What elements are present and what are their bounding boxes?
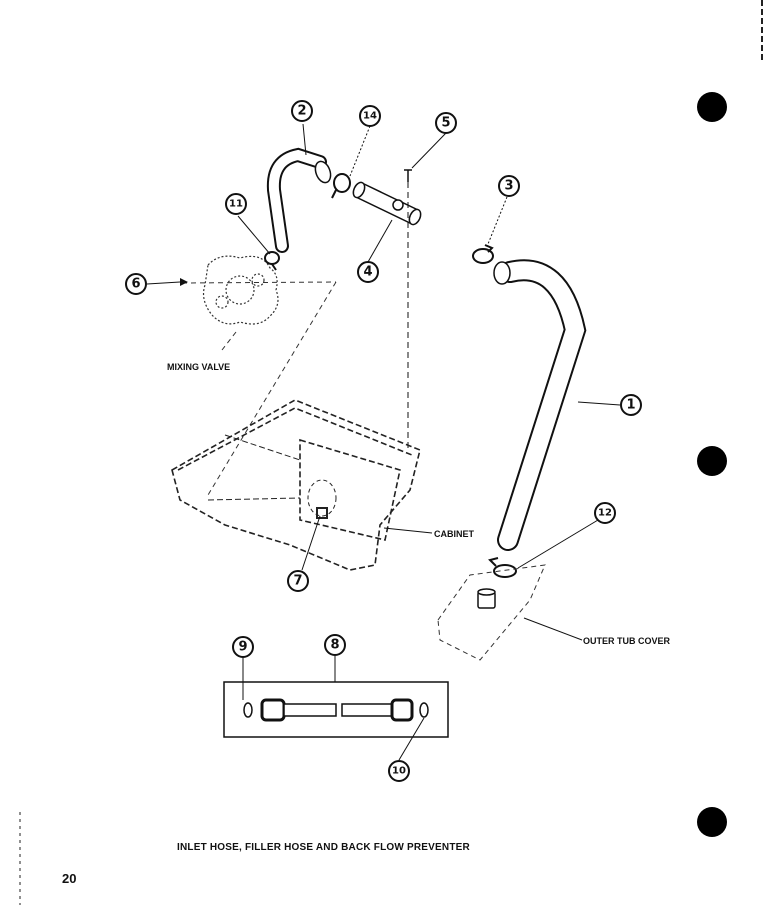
binder-hole-middle	[697, 446, 727, 476]
callout-numbers: 2 14 5 3 11 6 4 1 12 7 9 8 10	[131, 104, 635, 777]
callout-11: 11	[229, 199, 243, 210]
inlet-hose-box	[223, 681, 449, 738]
callout-6: 6	[131, 277, 140, 292]
callout-7: 7	[293, 574, 302, 589]
callout-4: 4	[363, 265, 372, 280]
callout-circles	[125, 100, 642, 782]
hose-clamp-12	[488, 557, 517, 578]
label-cabinet: CABINET	[434, 529, 475, 539]
label-outer-tub-cover: OUTER TUB COVER	[583, 636, 671, 646]
callout-2: 2	[297, 104, 306, 119]
mixing-valve-to-cabinet-line	[181, 281, 337, 496]
outer-tub-cover	[437, 564, 546, 661]
callout-12: 12	[598, 508, 612, 519]
fill-hose	[493, 259, 587, 551]
callout-10: 10	[392, 766, 406, 777]
binder-hole-top	[697, 92, 727, 122]
arrow-heads	[180, 278, 188, 286]
screw-5	[404, 169, 412, 450]
hose-clamp-3	[472, 244, 494, 264]
diagram-caption: INLET HOSE, FILLER HOSE AND BACK FLOW PR…	[177, 842, 470, 853]
cabinet-opening	[307, 479, 337, 519]
binder-hole-bottom	[697, 807, 727, 837]
leader-lines	[146, 123, 621, 761]
hose-clamp-11	[264, 251, 280, 271]
callout-3: 3	[504, 179, 513, 194]
mixing-valve	[202, 255, 279, 325]
callout-8: 8	[330, 638, 339, 653]
back-flow-preventer	[352, 181, 422, 226]
page-number: 20	[62, 871, 77, 886]
hose-clamp-14	[331, 173, 351, 199]
callout-14: 14	[363, 111, 377, 122]
cabinet-top	[171, 399, 421, 571]
callout-1: 1	[626, 398, 635, 413]
scan-edge-marks	[19, 0, 763, 905]
outer-tub-cover-nozzle	[477, 588, 496, 609]
callout-9: 9	[238, 640, 247, 655]
label-mixing-valve: MIXING VALVE	[167, 362, 230, 372]
inlet-hose	[243, 698, 429, 722]
filler-hose-elbow	[266, 147, 332, 253]
callout-5: 5	[441, 116, 450, 131]
